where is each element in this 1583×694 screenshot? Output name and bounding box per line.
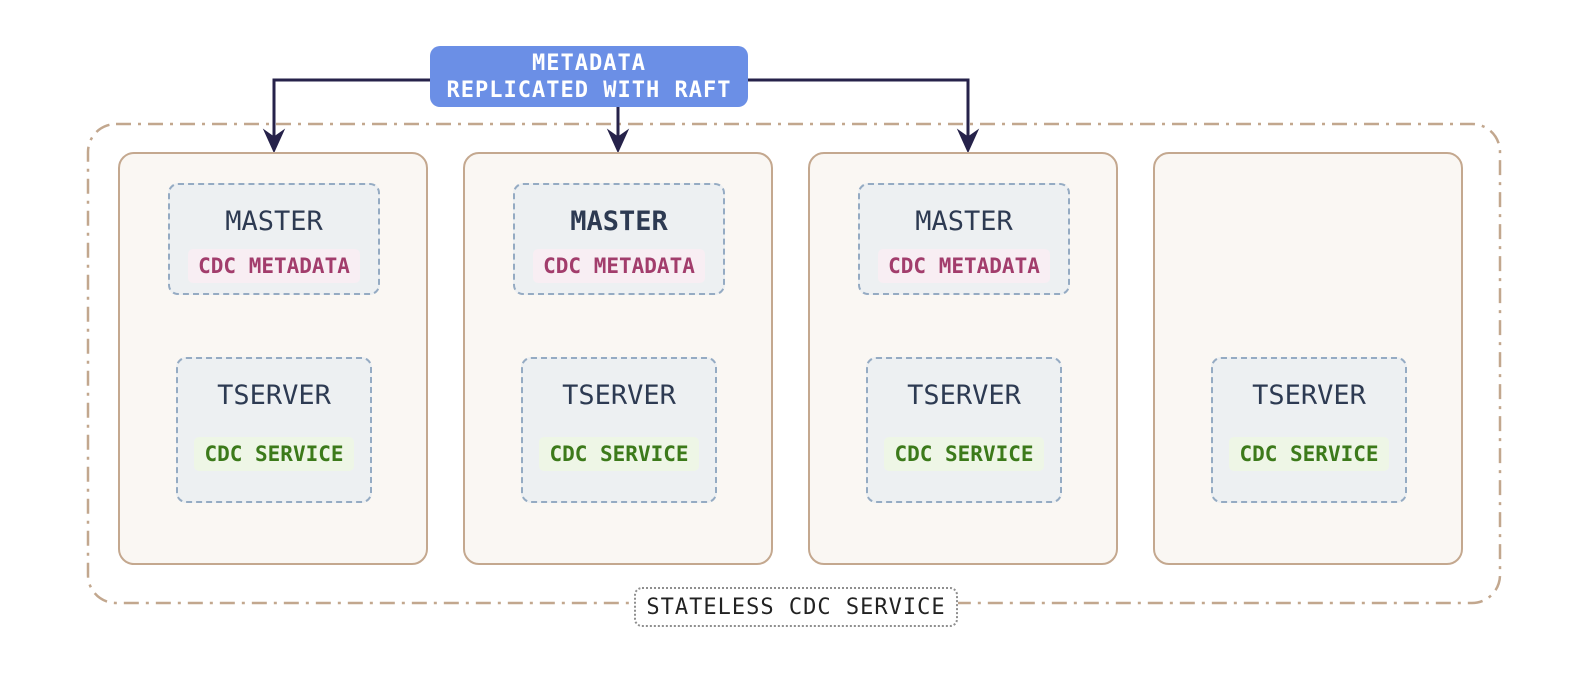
cdc-service-chip: CDC SERVICE: [539, 437, 699, 471]
tserver-title: TSERVER: [217, 380, 331, 411]
cdc-metadata-chip: CDC METADATA: [878, 249, 1050, 283]
db-node-3: MASTER CDC METADATA TSERVER CDC SERVICE: [808, 152, 1118, 565]
raft-arrow-left-head: [262, 128, 286, 154]
cdc-service-chip: CDC SERVICE: [1229, 437, 1389, 471]
raft-arrow-left-line: [272, 78, 430, 137]
db-node-4: TSERVER CDC SERVICE: [1153, 152, 1463, 565]
master-box: MASTER CDC METADATA: [168, 183, 380, 295]
cdc-metadata-chip: CDC METADATA: [533, 249, 705, 283]
cluster-boundary: [86, 122, 1502, 605]
db-node-2: MASTER CDC METADATA TSERVER CDC SERVICE: [463, 152, 773, 565]
raft-arrow-right-head: [956, 128, 980, 154]
raft-metadata-line2: REPLICATED WITH RAFT: [446, 77, 732, 103]
cdc-service-chip: CDC SERVICE: [884, 437, 1044, 471]
raft-metadata-box: METADATA REPLICATED WITH RAFT: [430, 46, 748, 107]
master-title: MASTER: [570, 206, 668, 237]
master-title: MASTER: [915, 206, 1013, 237]
raft-arrow-right-line: [748, 78, 970, 137]
master-box: MASTER CDC METADATA: [513, 183, 725, 295]
raft-arrow-middle-head: [606, 128, 630, 154]
stateless-cdc-service-label: STATELESS CDC SERVICE: [634, 587, 958, 627]
tserver-box: TSERVER CDC SERVICE: [176, 357, 372, 503]
cdc-service-chip: CDC SERVICE: [194, 437, 354, 471]
master-title: MASTER: [225, 206, 323, 237]
tserver-title: TSERVER: [1252, 380, 1366, 411]
db-node-1: MASTER CDC METADATA TSERVER CDC SERVICE: [118, 152, 428, 565]
cdc-metadata-chip: CDC METADATA: [188, 249, 360, 283]
master-box: MASTER CDC METADATA: [858, 183, 1070, 295]
tserver-title: TSERVER: [907, 380, 1021, 411]
tserver-box: TSERVER CDC SERVICE: [521, 357, 717, 503]
tserver-title: TSERVER: [562, 380, 676, 411]
raft-metadata-line1: METADATA: [532, 50, 646, 76]
tserver-box: TSERVER CDC SERVICE: [866, 357, 1062, 503]
tserver-box: TSERVER CDC SERVICE: [1211, 357, 1407, 503]
